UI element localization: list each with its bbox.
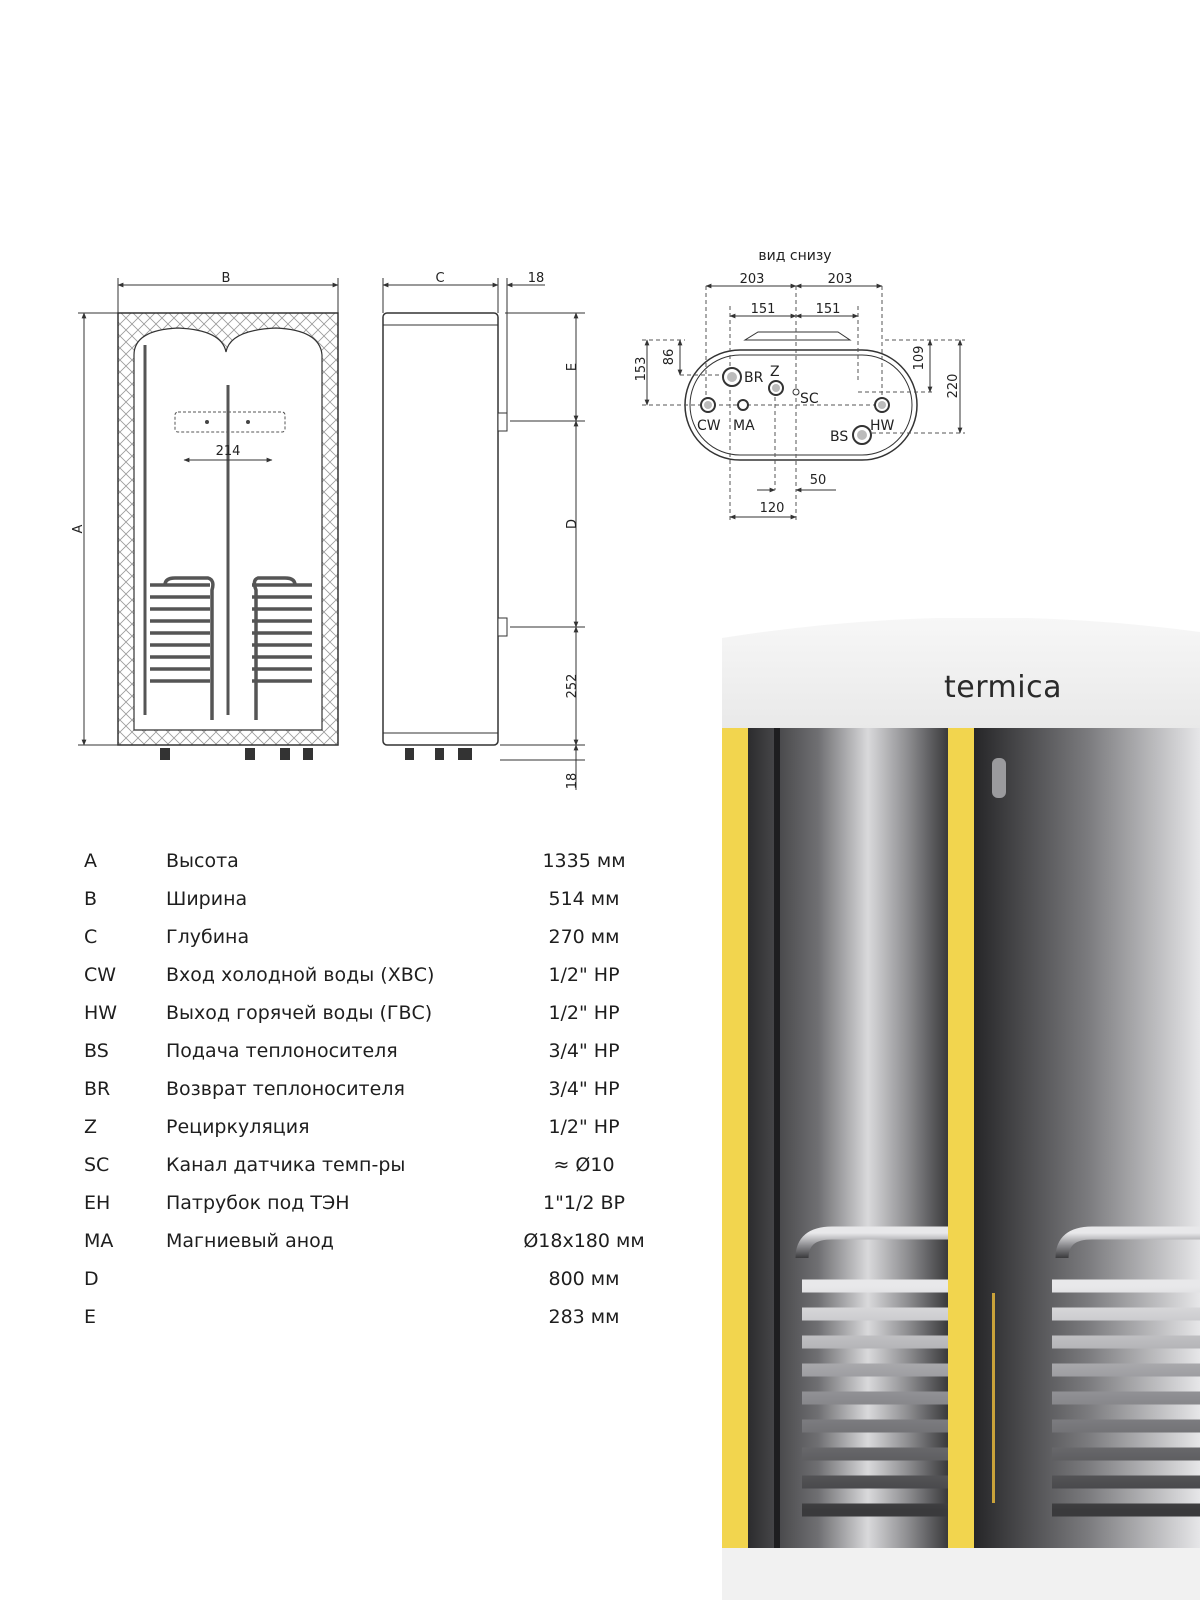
- spec-value: 283 мм: [548, 1306, 620, 1328]
- dim-18-top-label: 18: [528, 271, 545, 286]
- spec-value: 1/2" НР: [548, 1116, 620, 1138]
- dim-151-left-label: 151: [751, 302, 776, 317]
- dim-86-label: 86: [662, 349, 677, 366]
- spec-value: 3/4" НР: [548, 1040, 620, 1062]
- port-z-icon: [768, 380, 784, 396]
- dim-50-label: 50: [810, 473, 827, 488]
- spec-value: 1/2" НР: [548, 964, 620, 986]
- spec-row: B Ширина 514 мм: [84, 888, 644, 926]
- dim-214-label: 214: [216, 444, 241, 459]
- dim-109-label: 109: [912, 346, 927, 371]
- bottom-view-title: вид снизу: [758, 248, 831, 264]
- dim-a-label: A: [71, 524, 86, 533]
- dim-203-left-label: 203: [740, 272, 765, 287]
- spec-row: D 800 мм: [84, 1268, 644, 1306]
- spec-code: SC: [84, 1154, 110, 1176]
- port-sc-icon: [792, 388, 800, 396]
- spec-label: Вход холодной воды (ХВС): [166, 964, 435, 986]
- boiler-cutaway-image: [722, 618, 1200, 1600]
- port-ma-label: MA: [733, 418, 755, 434]
- port-hw-label: HW: [870, 418, 895, 434]
- spec-label: Магниевый анод: [166, 1230, 334, 1252]
- dim-151-right-label: 151: [816, 302, 841, 317]
- spec-code: BS: [84, 1040, 109, 1062]
- spec-code: CW: [84, 964, 117, 986]
- dim-203-right-label: 203: [828, 272, 853, 287]
- spec-value: Ø18x180 мм: [523, 1230, 645, 1252]
- spec-value: 800 мм: [548, 1268, 620, 1290]
- spec-label: Канал датчика темп-ры: [166, 1154, 406, 1176]
- spec-label: Патрубок под ТЭН: [166, 1192, 350, 1214]
- dim-153-label: 153: [634, 357, 649, 382]
- spec-code: HW: [84, 1002, 118, 1024]
- spec-row: CW Вход холодной воды (ХВС) 1/2" НР: [84, 964, 644, 1002]
- spec-row: BR Возврат теплоносителя 3/4" НР: [84, 1078, 644, 1116]
- port-cw-icon: [700, 397, 716, 413]
- spec-code: EH: [84, 1192, 111, 1214]
- brand-logo: termica: [944, 670, 1062, 705]
- dim-d-label: D: [565, 519, 580, 529]
- port-bs-label: BS: [830, 429, 848, 445]
- port-br-label: BR: [744, 370, 764, 386]
- spec-label: Высота: [166, 850, 239, 872]
- port-hw-icon: [874, 397, 890, 413]
- spec-value: 270 мм: [548, 926, 620, 948]
- spec-code: BR: [84, 1078, 111, 1100]
- spec-row: SC Канал датчика темп-ры ≈ Ø10: [84, 1154, 644, 1192]
- dim-e-label: E: [565, 363, 580, 371]
- spec-label: Глубина: [166, 926, 250, 948]
- dim-252-label: 252: [565, 674, 580, 699]
- spec-value: 1/2" НР: [548, 1002, 620, 1024]
- spec-row: MA Магниевый анод Ø18x180 мм: [84, 1230, 645, 1268]
- spec-code: MA: [84, 1230, 114, 1252]
- spec-value: 3/4" НР: [548, 1078, 620, 1100]
- spec-label: Возврат теплоносителя: [166, 1078, 405, 1100]
- spec-label: Подача теплоносителя: [166, 1040, 398, 1062]
- spec-value: 514 мм: [548, 888, 620, 910]
- dim-220-label: 220: [946, 374, 961, 399]
- bottom-view: вид снизу BR Z SC CW MA H: [634, 248, 965, 520]
- spec-row: Z Рециркуляция 1/2" НР: [84, 1116, 644, 1154]
- dim-120-label: 120: [760, 501, 785, 516]
- spec-value: 1335 мм: [542, 850, 626, 872]
- port-cw-label: CW: [697, 418, 721, 434]
- spec-row: E 283 мм: [84, 1306, 644, 1344]
- port-br-icon: [722, 367, 742, 387]
- spec-code: B: [84, 888, 98, 910]
- spec-value: 1"1/2 ВР: [543, 1192, 625, 1214]
- port-ma-icon: [737, 399, 749, 411]
- spec-row: BS Подача теплоносителя 3/4" НР: [84, 1040, 644, 1078]
- spec-table: A Высота 1335 мм B Ширина 514 мм C Глубина 270…: [84, 850, 645, 1344]
- dim-b-label: B: [222, 271, 231, 286]
- spec-row: HW Выход горячей воды (ГВС) 1/2" НР: [84, 1002, 644, 1040]
- spec-code: Z: [84, 1116, 98, 1138]
- port-bs-icon: [852, 425, 872, 445]
- dim-c-label: C: [435, 271, 444, 286]
- spec-code: C: [84, 926, 98, 948]
- spec-code: E: [84, 1306, 97, 1328]
- spec-label: Выход горячей воды (ГВС): [166, 1002, 433, 1024]
- technical-drawing: B A 214: [71, 248, 965, 790]
- side-view: C 18 E D 252 18: [382, 271, 585, 790]
- dim-18-bottom-label: 18: [565, 773, 580, 790]
- port-z-label: Z: [770, 364, 780, 380]
- spec-row: C Глубина 270 мм: [84, 926, 644, 964]
- spec-code: A: [84, 850, 97, 872]
- spec-value: ≈ Ø10: [553, 1154, 615, 1176]
- product-photo: termica: [722, 618, 1200, 1600]
- front-section-view: B A 214: [71, 271, 339, 760]
- port-sc-label: SC: [800, 391, 819, 407]
- spec-code: D: [84, 1268, 99, 1290]
- spec-row: A Высота 1335 мм: [84, 850, 644, 888]
- spec-label: Ширина: [166, 888, 248, 910]
- spec-label: Рециркуляция: [166, 1116, 310, 1138]
- spec-row: EH Патрубок под ТЭН 1"1/2 ВР: [84, 1192, 644, 1230]
